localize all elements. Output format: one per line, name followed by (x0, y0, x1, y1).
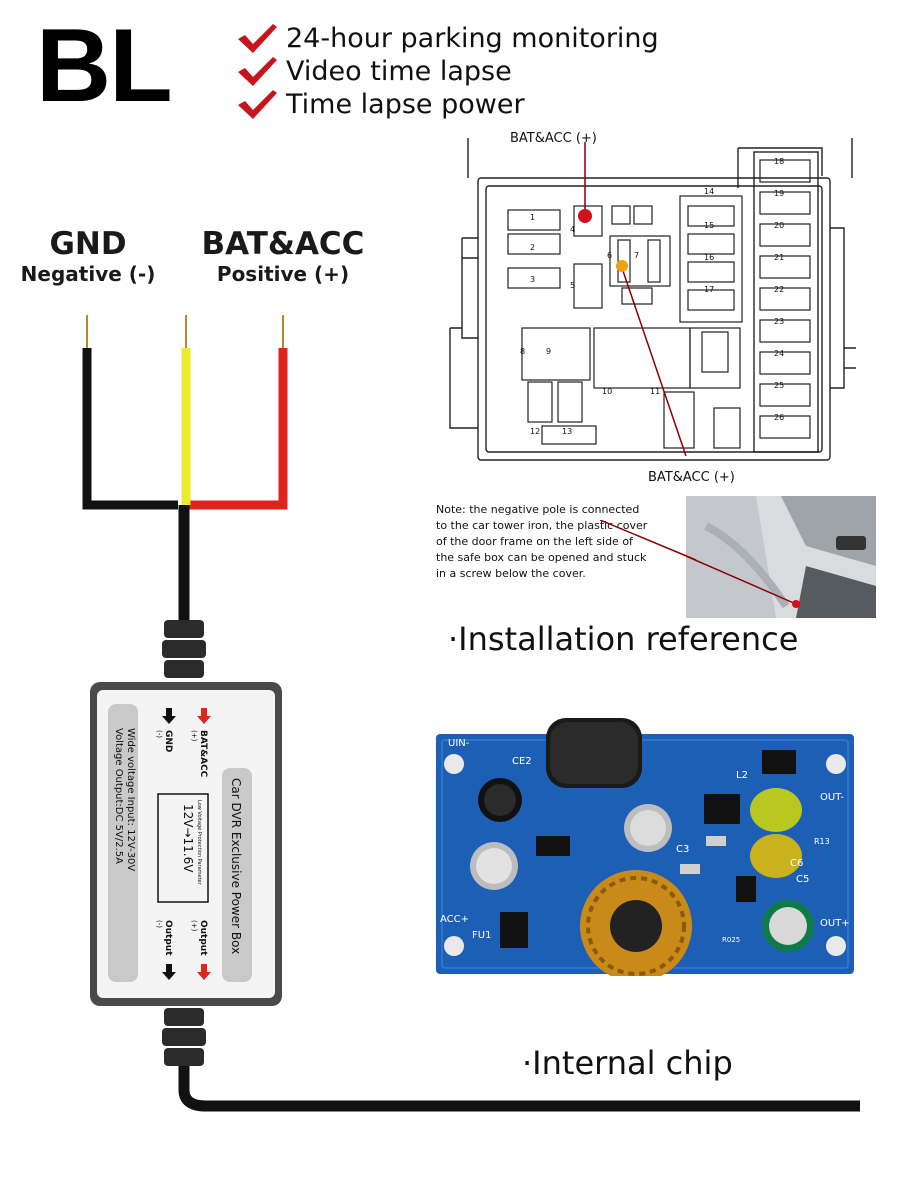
feature-item-parking: 24-hour parking monitoring (236, 22, 659, 54)
svg-text:14: 14 (704, 187, 714, 196)
svg-text:12: 12 (530, 427, 540, 436)
svg-text:2: 2 (530, 243, 535, 252)
svg-text:4: 4 (570, 225, 575, 234)
internal-chip-title: ·Internal chip (522, 1044, 733, 1082)
arrow-down-icon (162, 964, 176, 980)
svg-text:R13: R13 (814, 837, 830, 846)
svg-text:ACC+: ACC+ (440, 914, 469, 925)
checkmark-icon (238, 90, 277, 119)
protection-box (157, 793, 209, 903)
fusebox-label-top: BAT&ACC (+) (510, 131, 597, 146)
svg-text:3: 3 (530, 275, 535, 284)
checkmark-icon (238, 57, 277, 86)
black-wire (82, 348, 178, 510)
svg-text:25: 25 (774, 381, 784, 390)
svg-text:15: 15 (704, 221, 714, 230)
bat-marker-red (578, 209, 592, 223)
box-label-bat-sign: (+) (190, 730, 198, 742)
svg-text:20: 20 (774, 221, 784, 230)
svg-text:C3: C3 (676, 844, 689, 855)
svg-text:18: 18 (774, 157, 784, 166)
svg-text:24: 24 (774, 349, 784, 358)
svg-text:22: 22 (774, 285, 784, 294)
output-cable (178, 1066, 860, 1112)
svg-text:L2: L2 (736, 770, 748, 781)
svg-text:1: 1 (530, 213, 535, 222)
svg-text:13: 13 (562, 427, 572, 436)
box-label-output-pos-sign: (+) (190, 920, 198, 932)
arrow-down-icon (162, 708, 176, 724)
arrow-down-icon (197, 964, 211, 980)
svg-text:23: 23 (774, 317, 784, 326)
bat-subtitle: Positive (+) (216, 262, 350, 286)
red-wire (188, 348, 288, 510)
protection-label: Low Voltage Protection Parameter (196, 800, 202, 886)
svg-text:7: 7 (634, 251, 639, 260)
feature-label: 24-hour parking monitoring (286, 22, 659, 54)
fusebox-label-bottom: BAT&ACC (+) (648, 470, 735, 485)
svg-text:11: 11 (650, 387, 660, 396)
svg-text:9: 9 (546, 347, 551, 356)
feature-label: Video time lapse (286, 55, 512, 87)
box-label-gnd: GND (163, 730, 173, 752)
checkmark-icon (238, 24, 277, 53)
feature-label: Time lapse power (286, 88, 525, 120)
svg-text:10: 10 (602, 387, 612, 396)
box-label-gnd-sign: (-) (155, 730, 163, 738)
output-spec: Voltage Output:DC 5V/2.5A (113, 728, 124, 864)
svg-text:FU1: FU1 (472, 930, 491, 941)
arrow-down-icon (197, 708, 211, 724)
pcb-board: UIN- CE2 L2 OUT- C3 R13 C6 C5 ACC+ FU1 R… (436, 718, 854, 976)
strain-relief-bottom (162, 1008, 206, 1066)
svg-text:C6: C6 (790, 858, 803, 869)
gnd-subtitle: Negative (-) (20, 262, 156, 286)
gnd-title: GND (49, 226, 127, 262)
svg-text:C5: C5 (796, 874, 809, 885)
box-label-output-pos: Output (198, 920, 208, 956)
fuse-slot-numbers: 1 2 3 4 5 6 7 8 9 10 11 12 13 14 15 16 1… (520, 157, 784, 436)
svg-text:OUT-: OUT- (820, 792, 844, 803)
svg-text:26: 26 (774, 413, 784, 422)
svg-text:OUT+: OUT+ (820, 918, 850, 929)
box-label-bat: BAT&ACC (198, 730, 208, 778)
wiring-diagram: BAT&ACC (+) GND (-) Output (-) Output (+… (82, 315, 860, 1112)
installation-note: Note: the negative pole is connected to … (436, 503, 648, 580)
leader-line-bottom (621, 267, 687, 457)
car-door-photo (686, 496, 876, 618)
wire-tips (86, 315, 284, 348)
fuse-box-diagram: 1 2 3 4 5 6 7 8 9 10 11 12 13 14 15 16 1… (449, 138, 856, 461)
svg-text:16: 16 (704, 253, 714, 262)
protection-value: 12V→11.6V (181, 804, 195, 873)
svg-text:21: 21 (774, 253, 784, 262)
brand-logo: BL (36, 8, 173, 124)
svg-text:UIN-: UIN- (448, 738, 470, 749)
box-title: Car DVR Exclusive Power Box (229, 778, 243, 954)
box-label-output-neg: Output (163, 920, 173, 956)
input-spec: Wide voltage Input: 12V-30V (125, 728, 136, 871)
svg-text:8: 8 (520, 347, 525, 356)
bat-title: BAT&ACC (201, 226, 365, 262)
svg-text:6: 6 (607, 251, 612, 260)
svg-text:R025: R025 (722, 936, 740, 944)
installation-title: ·Installation reference (448, 620, 799, 658)
svg-text:CE2: CE2 (512, 756, 532, 767)
acc-marker-orange (616, 260, 628, 272)
feature-item-timelapse: Video time lapse (236, 55, 512, 87)
note-leader-line (600, 520, 697, 561)
svg-text:5: 5 (570, 281, 575, 290)
strain-relief-top (162, 620, 206, 678)
box-label-output-neg-sign: (-) (155, 920, 163, 928)
feature-item-timelapse-power: Time lapse power (236, 88, 525, 120)
svg-text:19: 19 (774, 189, 784, 198)
pcb-labels: UIN- CE2 L2 OUT- C3 R13 C6 C5 ACC+ FU1 R… (440, 738, 850, 944)
svg-text:17: 17 (704, 285, 714, 294)
